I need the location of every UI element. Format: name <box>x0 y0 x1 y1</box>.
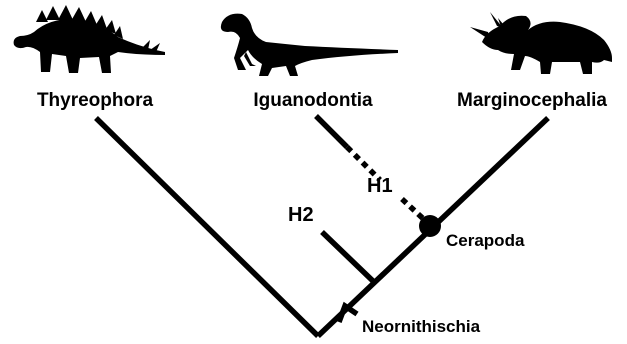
node-label-neornithischia: Neornithischia <box>362 317 481 336</box>
h2-branch <box>322 232 374 282</box>
ceratopsian-silhouette <box>470 12 612 74</box>
taxon-label-thyreophora: Thyreophora <box>37 90 154 111</box>
taxon-label-marginocephalia: Marginocephalia <box>457 90 607 111</box>
hypothesis-label-h1: H1 <box>367 175 393 197</box>
iguanodont-silhouette <box>221 14 398 76</box>
thyreophora-branch <box>96 118 318 336</box>
node-label-cerapoda: Cerapoda <box>446 231 525 250</box>
iguanodontia-branch-solid <box>316 116 347 147</box>
hypothesis-label-h2: H2 <box>288 204 314 226</box>
cerapoda-node <box>419 215 441 237</box>
taxon-label-iguanodontia: Iguanodontia <box>253 90 373 111</box>
neornithischia-node-marker <box>339 306 357 322</box>
stegosaur-silhouette <box>14 5 165 73</box>
